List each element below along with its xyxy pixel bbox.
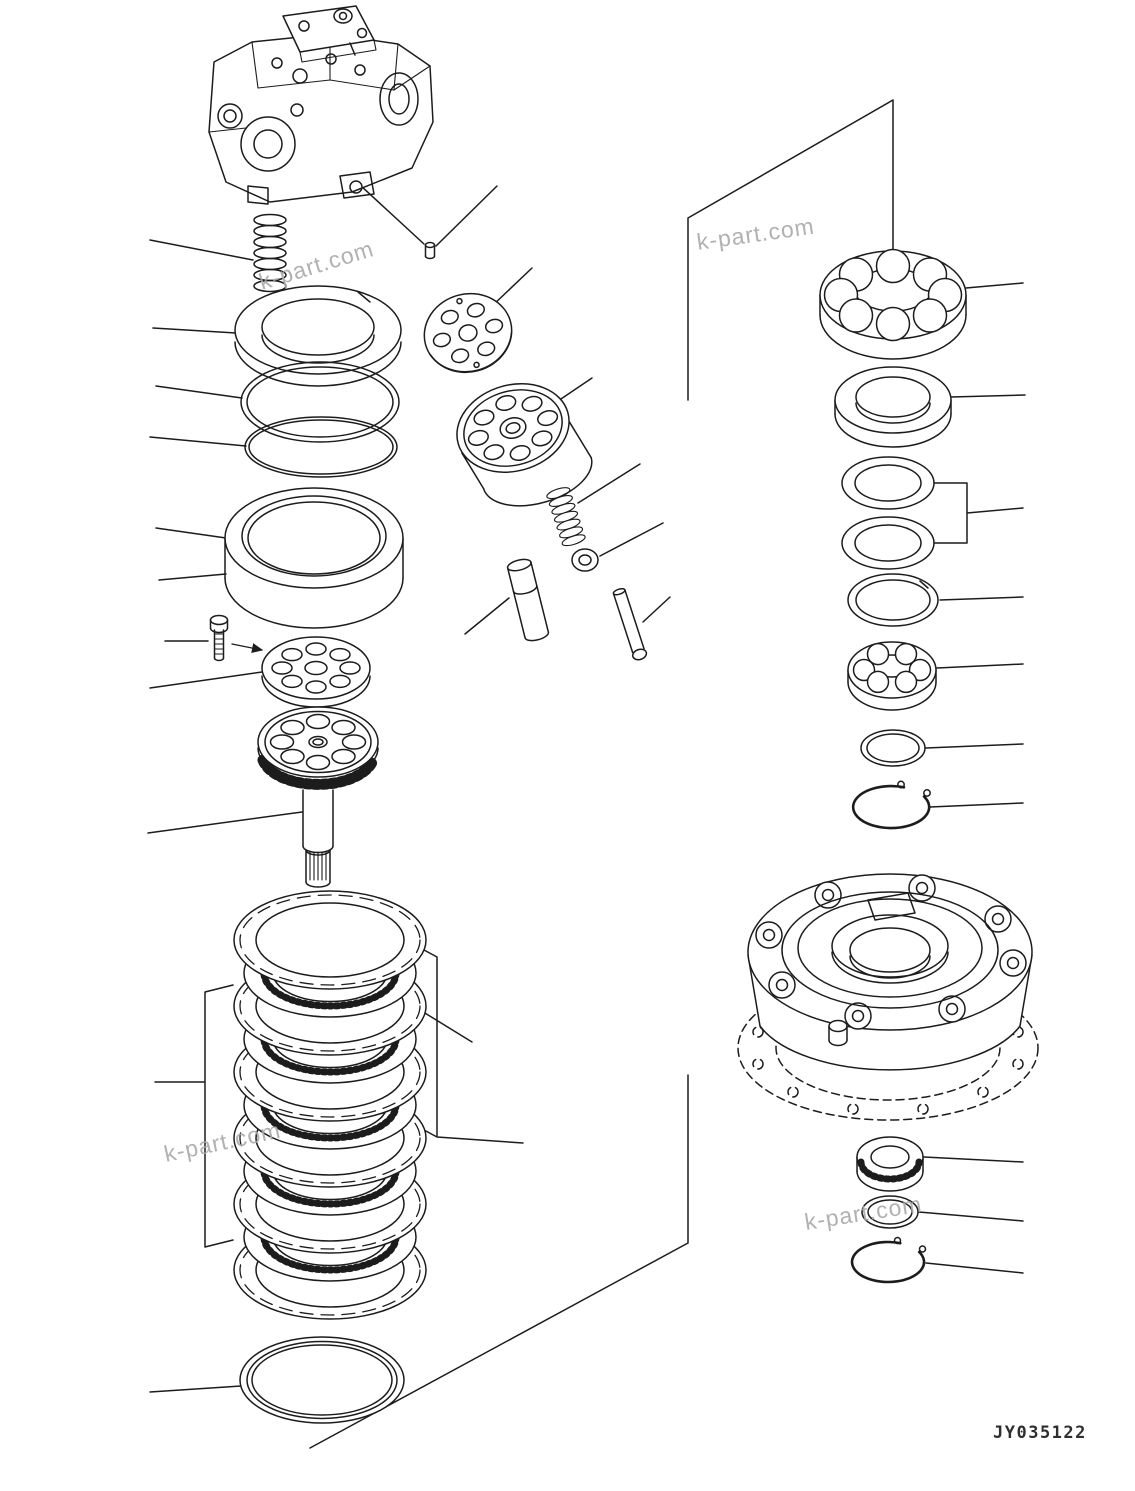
oil-seal-lip-ring	[234, 285, 402, 387]
leader-lines	[147, 149, 1026, 1393]
valve-plate	[423, 292, 513, 374]
piston-shoe	[571, 548, 599, 572]
motor-head-assembly	[208, 5, 434, 205]
backup-ring	[244, 416, 398, 478]
watermark-2: k-part.com	[695, 213, 816, 255]
washer-lower	[861, 1195, 919, 1229]
brake-piston-ring	[224, 487, 404, 629]
friction-plate-stack	[233, 890, 427, 1320]
valve-pin	[424, 241, 436, 260]
snap-ring-upper	[851, 780, 931, 830]
watermark-4: k-part.com	[803, 1191, 924, 1235]
piston	[506, 558, 550, 642]
bushing	[856, 1136, 924, 1192]
ball-bearing-small	[847, 641, 937, 711]
bearing-inner-race	[834, 366, 952, 448]
swing-machinery-housing	[737, 873, 1039, 1121]
o-ring	[240, 361, 400, 443]
retainer-plate	[261, 636, 371, 708]
dowel-pin	[828, 1019, 848, 1047]
thrust-plate	[239, 1336, 405, 1424]
mounting-bolt	[209, 614, 264, 662]
shim-washer-lower	[841, 516, 935, 570]
cylinder-barrel-and-drive-shaft	[257, 706, 379, 888]
piston-spring	[545, 484, 587, 549]
thrust-washer	[860, 729, 926, 767]
rotor-cylinder-block	[456, 383, 593, 507]
shim-washer-upper	[841, 456, 935, 510]
stud-bolt	[612, 587, 648, 661]
valve-cover	[282, 5, 377, 63]
separator-plate	[233, 890, 427, 990]
drawing-number: JY035122	[993, 1423, 1087, 1443]
seal-ring	[847, 573, 939, 627]
ball-bearing-large	[819, 248, 967, 360]
snap-ring-lower	[850, 1236, 927, 1284]
